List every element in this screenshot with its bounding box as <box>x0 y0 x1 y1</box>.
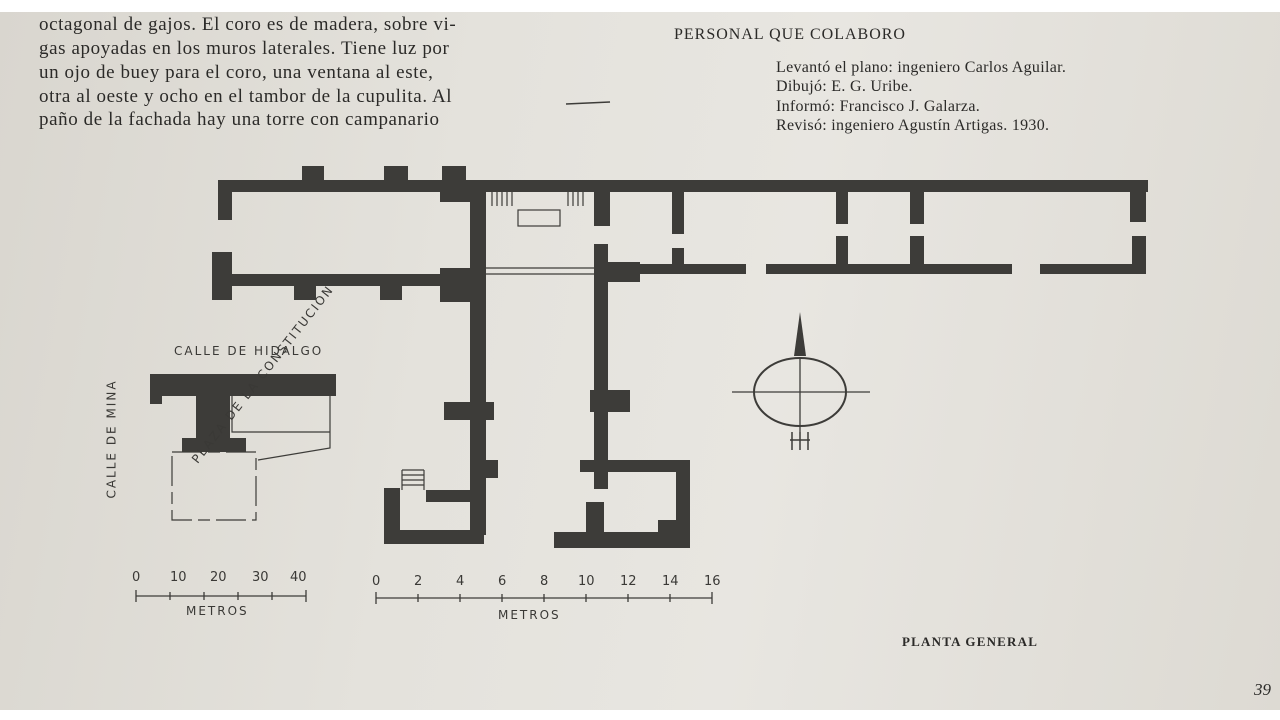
wall <box>1130 190 1146 222</box>
site-outline <box>231 396 331 461</box>
wall <box>384 530 484 544</box>
wall <box>676 460 690 548</box>
wall <box>766 264 1012 274</box>
wall <box>836 190 848 224</box>
body-line: octagonal de gajos. El coro es de madera… <box>39 14 457 35</box>
floor-plan-drawing <box>135 101 1148 604</box>
main-floor-plan <box>212 166 1148 548</box>
credit-line: Levantó el plano: ingeniero Carlos Aguil… <box>776 59 1067 76</box>
wall <box>594 244 608 489</box>
scale-tick-label: 14 <box>662 574 679 589</box>
scale-tick-label: 8 <box>540 574 549 589</box>
wall <box>658 520 676 534</box>
wall <box>426 490 474 502</box>
credit-line: Dibujó: E. G. Uribe. <box>776 78 913 95</box>
stair <box>491 192 584 227</box>
wall <box>182 438 246 452</box>
wall <box>636 264 746 274</box>
buttress <box>442 166 466 182</box>
scale-tick-label: 20 <box>210 570 227 585</box>
site-scale-unit: METROS <box>186 604 249 618</box>
site-scale-bar <box>135 590 307 602</box>
body-line: un ojo de buey para el coro, una ventana… <box>39 62 434 83</box>
wall <box>836 236 848 268</box>
wall <box>910 190 924 224</box>
street-label-mina: CALLE DE MINA <box>104 379 119 499</box>
scale-tick-label: 40 <box>290 570 307 585</box>
main-scale-bar <box>375 592 713 604</box>
scale-tick-label: 2 <box>414 574 423 589</box>
scale-tick-label: 6 <box>498 574 507 589</box>
body-line: paño de la fachada hay una torre con cam… <box>39 109 440 130</box>
wall <box>218 180 232 220</box>
wall <box>554 532 690 548</box>
scale-tick-label: 10 <box>170 570 187 585</box>
wall <box>606 262 640 282</box>
buttress <box>444 402 494 420</box>
buttress <box>294 284 316 300</box>
wall <box>586 502 604 534</box>
buttress <box>590 390 630 412</box>
north-compass-icon <box>732 312 870 450</box>
scale-tick-label: 0 <box>372 574 381 589</box>
wall <box>150 374 336 396</box>
site-plan <box>150 374 336 521</box>
wall <box>580 460 690 472</box>
credit-line: Revisó: ingeniero Agustín Artigas. 1930. <box>776 117 1050 134</box>
page-number: 39 <box>1254 680 1271 699</box>
buttress <box>302 166 324 182</box>
scanned-page: octagonal de gajos. El coro es de madera… <box>0 12 1280 710</box>
wall <box>672 248 684 268</box>
body-line: otra al oeste y ocho en el tambor de la … <box>39 86 453 107</box>
scale-tick-label: 0 <box>132 570 141 585</box>
scale-tick-label: 30 <box>252 570 269 585</box>
north-label: N <box>795 438 804 449</box>
main-scale-unit: METROS <box>498 608 561 622</box>
scale-tick-label: 10 <box>578 574 595 589</box>
scale-tick-label: 12 <box>620 574 637 589</box>
credits-title: PERSONAL QUE COLABORO <box>674 26 906 43</box>
corridor-line <box>486 267 596 275</box>
scale-tick-label: 16 <box>704 574 721 589</box>
figure-caption: PLANTA GENERAL <box>902 634 1039 649</box>
wall <box>196 392 230 442</box>
buttress <box>484 460 498 478</box>
wall <box>1040 264 1146 274</box>
credit-line: Informó: Francisco J. Galarza. <box>776 98 981 115</box>
wall <box>1132 236 1146 272</box>
wall <box>910 236 924 268</box>
wall <box>150 374 162 404</box>
scale-tick-label: 4 <box>456 574 465 589</box>
buttress <box>380 284 402 300</box>
wall <box>672 190 684 234</box>
wall <box>212 274 452 286</box>
body-line: gas apoyadas en los muros laterales. Tie… <box>39 38 450 59</box>
stair <box>401 469 425 490</box>
street-label-hidalgo: CALLE DE HIDALGO <box>174 344 324 358</box>
plaza-outline <box>171 451 257 521</box>
wall <box>470 190 486 535</box>
buttress <box>384 166 408 182</box>
wall <box>594 190 610 226</box>
handwritten-underline <box>565 101 611 105</box>
